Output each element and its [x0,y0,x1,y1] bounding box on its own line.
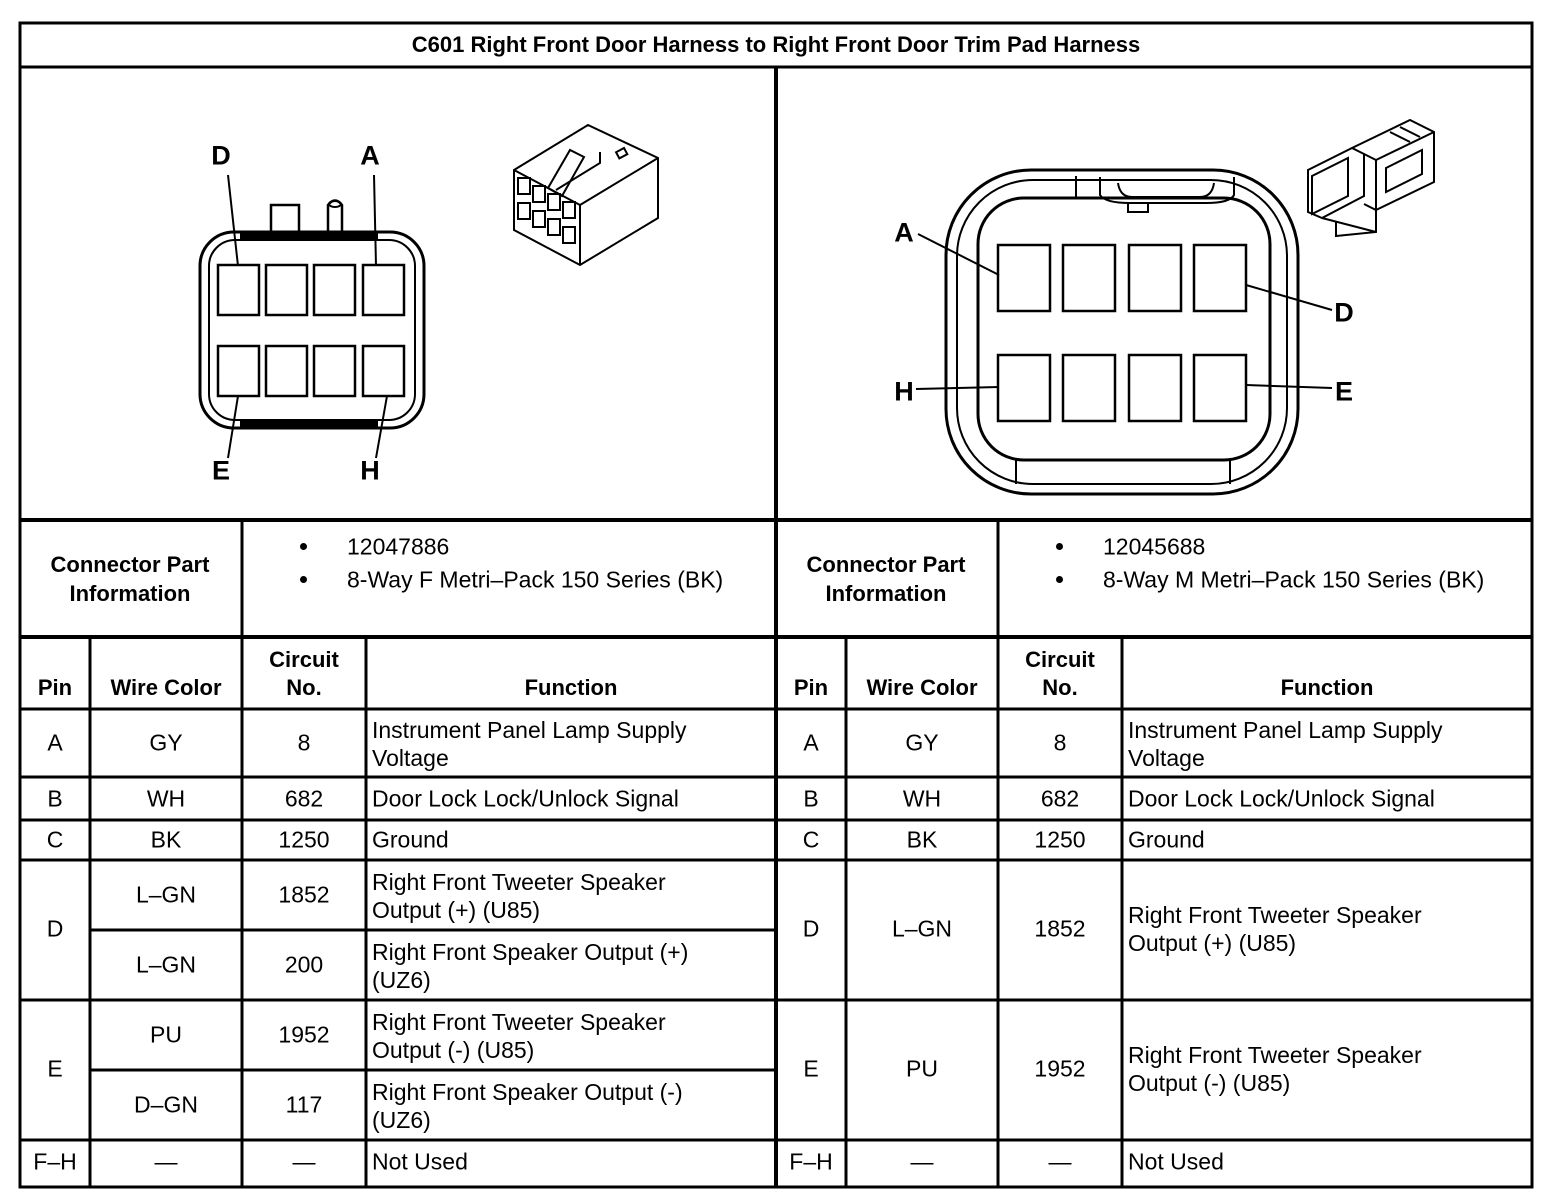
pin-label-e: E [1334,376,1354,407]
wire-color-cell: — [154,1148,178,1175]
header-function: Function [1280,675,1374,700]
pin-label-h: H [360,455,380,486]
function-cell: Right Front Speaker Output (+)(UZ6) [372,939,689,993]
circuit-cell: 1250 [278,826,330,853]
header-circuit-no: No. [286,675,322,700]
function-cell: Ground [372,826,449,853]
header-circuit-no: No. [1042,675,1078,700]
pin-cell: D [46,915,64,942]
wire-color-cell: PU [906,1055,938,1082]
pin-cell: E [803,1055,819,1082]
pin-label-h: H [894,376,914,407]
pin-label-e: E [211,455,231,486]
bullet [1056,543,1063,550]
circuit-cell: 1952 [1034,1055,1086,1082]
function-cell: Door Lock Lock/Unlock Signal [372,785,679,812]
part-description: 8-Way F Metri–Pack 150 Series (BK) [347,566,724,593]
circuit-cell: 1852 [278,881,330,908]
circuit-cell: 1250 [1034,826,1086,853]
circuit-cell: 200 [284,951,324,978]
bullet [1056,576,1063,583]
header-pin: Pin [37,675,73,700]
header-function: Function [524,675,618,700]
wire-color-cell: BK [150,826,182,853]
wire-color-cell: L–GN [135,881,197,908]
pin-label-d: D [211,140,231,171]
header-circuit: Circuit [269,647,339,672]
connector-info-label: Connector Part [50,552,210,577]
pin-cell: C [46,826,64,853]
circuit-cell: 1952 [278,1021,330,1048]
header-wire-color: Wire Color [866,675,978,700]
pin-cell: B [803,785,819,812]
header-circuit: Circuit [1025,647,1095,672]
pin-cell: D [802,915,820,942]
part-number: 12047886 [347,533,450,560]
function-cell: Door Lock Lock/Unlock Signal [1128,785,1435,812]
wire-color-cell: L–GN [135,951,197,978]
pin-cell: C [802,826,820,853]
wire-color-cell: WH [902,785,942,812]
function-cell: Not Used [372,1148,468,1175]
function-cell: Not Used [1128,1148,1224,1175]
pin-label-a: A [894,217,914,248]
circuit-cell: 682 [284,785,324,812]
wire-color-cell: L–GN [891,915,953,942]
pin-cell: E [47,1055,63,1082]
circuit-cell: — [292,1148,316,1175]
bullet [300,543,307,550]
page-title: C601 Right Front Door Harness to Right F… [411,32,1141,57]
pin-cell: A [47,729,63,756]
circuit-cell: 1852 [1034,915,1086,942]
circuit-cell: 8 [297,729,311,756]
pin-cell: F–H [33,1148,77,1175]
connector-info-label: Connector Part [806,552,966,577]
connector-info-label: Information [825,581,947,606]
wire-color-cell: GY [905,729,939,756]
pin-label-d: D [1334,297,1354,328]
wire-color-cell: — [910,1148,934,1175]
pin-cell: A [803,729,819,756]
circuit-cell: 8 [1053,729,1067,756]
part-description: 8-Way M Metri–Pack 150 Series (BK) [1103,566,1485,593]
header-wire-color: Wire Color [110,675,222,700]
connector-info-label: Information [69,581,191,606]
circuit-cell: — [1048,1148,1072,1175]
wire-color-cell: D–GN [134,1091,198,1118]
circuit-cell: 117 [285,1091,323,1118]
bullet [300,576,307,583]
header-pin: Pin [793,675,829,700]
part-number: 12045688 [1103,533,1206,560]
function-cell: Right Front Speaker Output (-)(UZ6) [372,1079,683,1133]
wire-color-cell: WH [146,785,186,812]
wire-color-cell: GY [149,729,183,756]
wire-color-cell: PU [150,1021,182,1048]
pin-label-a: A [360,140,380,171]
pin-cell: B [47,785,63,812]
circuit-cell: 682 [1040,785,1080,812]
wire-color-cell: BK [906,826,938,853]
pin-cell: F–H [789,1148,833,1175]
function-cell: Ground [1128,826,1205,853]
